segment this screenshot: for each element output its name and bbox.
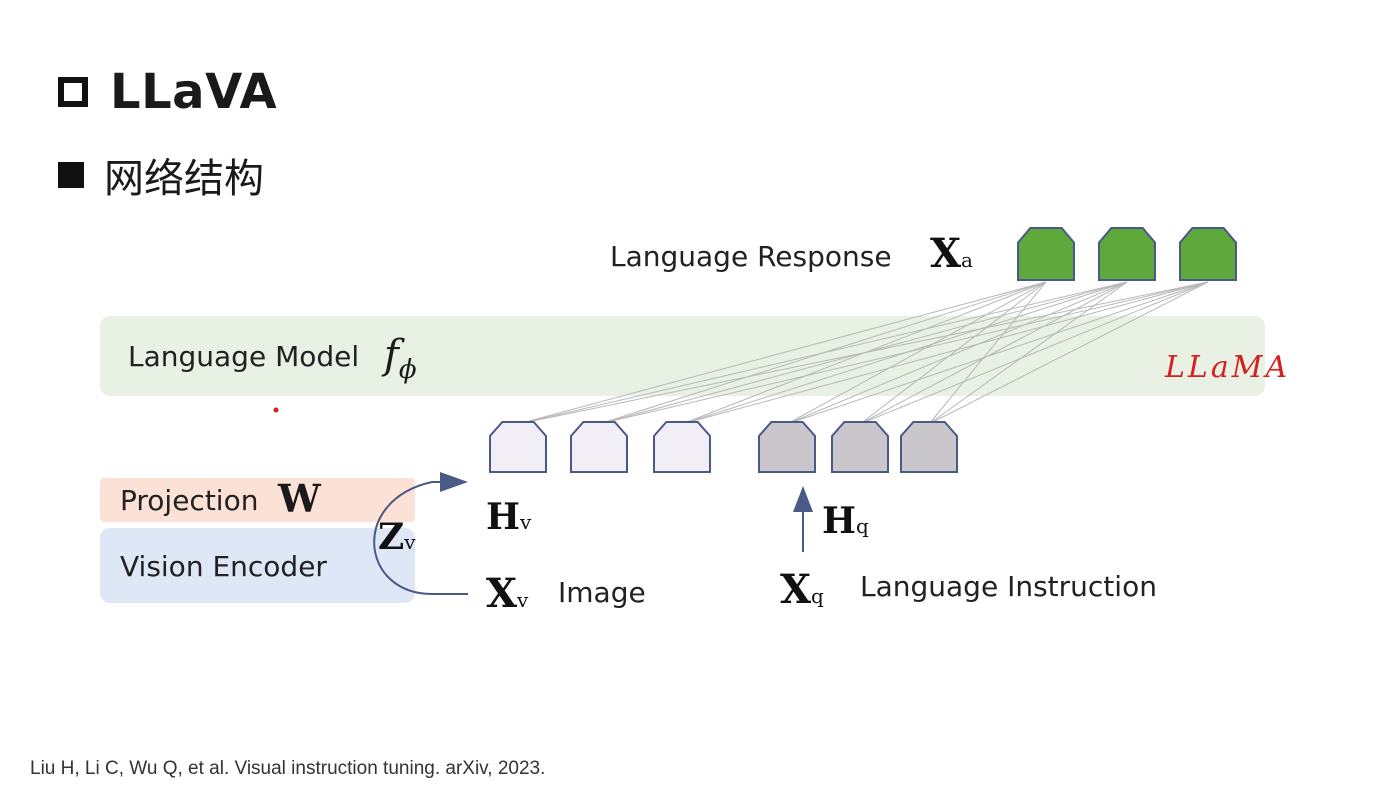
image-token bbox=[570, 421, 628, 473]
xa-symbol: Xa bbox=[930, 230, 973, 277]
filled-square-icon bbox=[58, 162, 84, 188]
connection-line bbox=[928, 281, 1128, 425]
hq-symbol: Hq bbox=[822, 500, 869, 542]
title-text: LLaVA bbox=[110, 64, 278, 120]
instruction-token bbox=[758, 421, 816, 473]
projection-band bbox=[100, 478, 415, 522]
annotation-dot bbox=[273, 407, 279, 413]
response-token bbox=[1179, 227, 1237, 281]
llama-annotation: LLaMA bbox=[1165, 350, 1291, 385]
subtitle-text: 网络结构 bbox=[104, 156, 264, 202]
f-phi-symbol: fϕ bbox=[384, 332, 417, 385]
connection-line bbox=[928, 281, 1209, 425]
instruction-token bbox=[900, 421, 958, 473]
xv-symbol: Xv bbox=[486, 570, 529, 617]
connection-line bbox=[517, 281, 1047, 425]
connection-line bbox=[859, 281, 1128, 425]
image-token bbox=[653, 421, 711, 473]
connection-lines bbox=[517, 281, 1209, 425]
response-token bbox=[1098, 227, 1156, 281]
language-model-band bbox=[100, 316, 1265, 396]
hv-symbol: Hv bbox=[486, 496, 532, 538]
zv-curve-arrow bbox=[373, 481, 468, 595]
connection-line bbox=[681, 281, 1047, 425]
language-instruction-label: Language Instruction bbox=[860, 570, 1157, 603]
image-label: Image bbox=[558, 576, 646, 609]
connection-line bbox=[786, 281, 1209, 425]
projection-label: Projection bbox=[120, 484, 259, 517]
instruction-token bbox=[831, 421, 889, 473]
connection-line bbox=[928, 281, 1047, 425]
connection-line bbox=[859, 281, 1209, 425]
token-group bbox=[273, 227, 1237, 473]
vision-encoder-band bbox=[100, 528, 415, 603]
citation: Liu H, Li C, Wu Q, et al. Visual instruc… bbox=[30, 758, 546, 779]
hq-arrow-head bbox=[793, 486, 813, 512]
hollow-square-icon bbox=[58, 77, 88, 107]
slide-subtitle: 网络结构 bbox=[58, 146, 264, 204]
zv-arrow-head bbox=[440, 472, 468, 492]
connection-line bbox=[786, 281, 1128, 425]
connection-line bbox=[786, 281, 1047, 425]
connection-line bbox=[598, 281, 1047, 425]
image-token bbox=[489, 421, 547, 473]
vision-encoder-label: Vision Encoder bbox=[120, 550, 327, 583]
language-response-label: Language Response bbox=[610, 240, 892, 273]
xq-symbol: Xq bbox=[780, 566, 824, 613]
zv-symbol: Zv bbox=[378, 516, 416, 558]
w-symbol: W bbox=[278, 476, 321, 521]
connection-line bbox=[859, 281, 1047, 425]
slide-title: LLaVA bbox=[58, 64, 277, 120]
language-model-label: Language Model bbox=[128, 340, 360, 373]
connection-line bbox=[681, 281, 1209, 425]
response-token bbox=[1017, 227, 1075, 281]
connection-line bbox=[681, 281, 1128, 425]
